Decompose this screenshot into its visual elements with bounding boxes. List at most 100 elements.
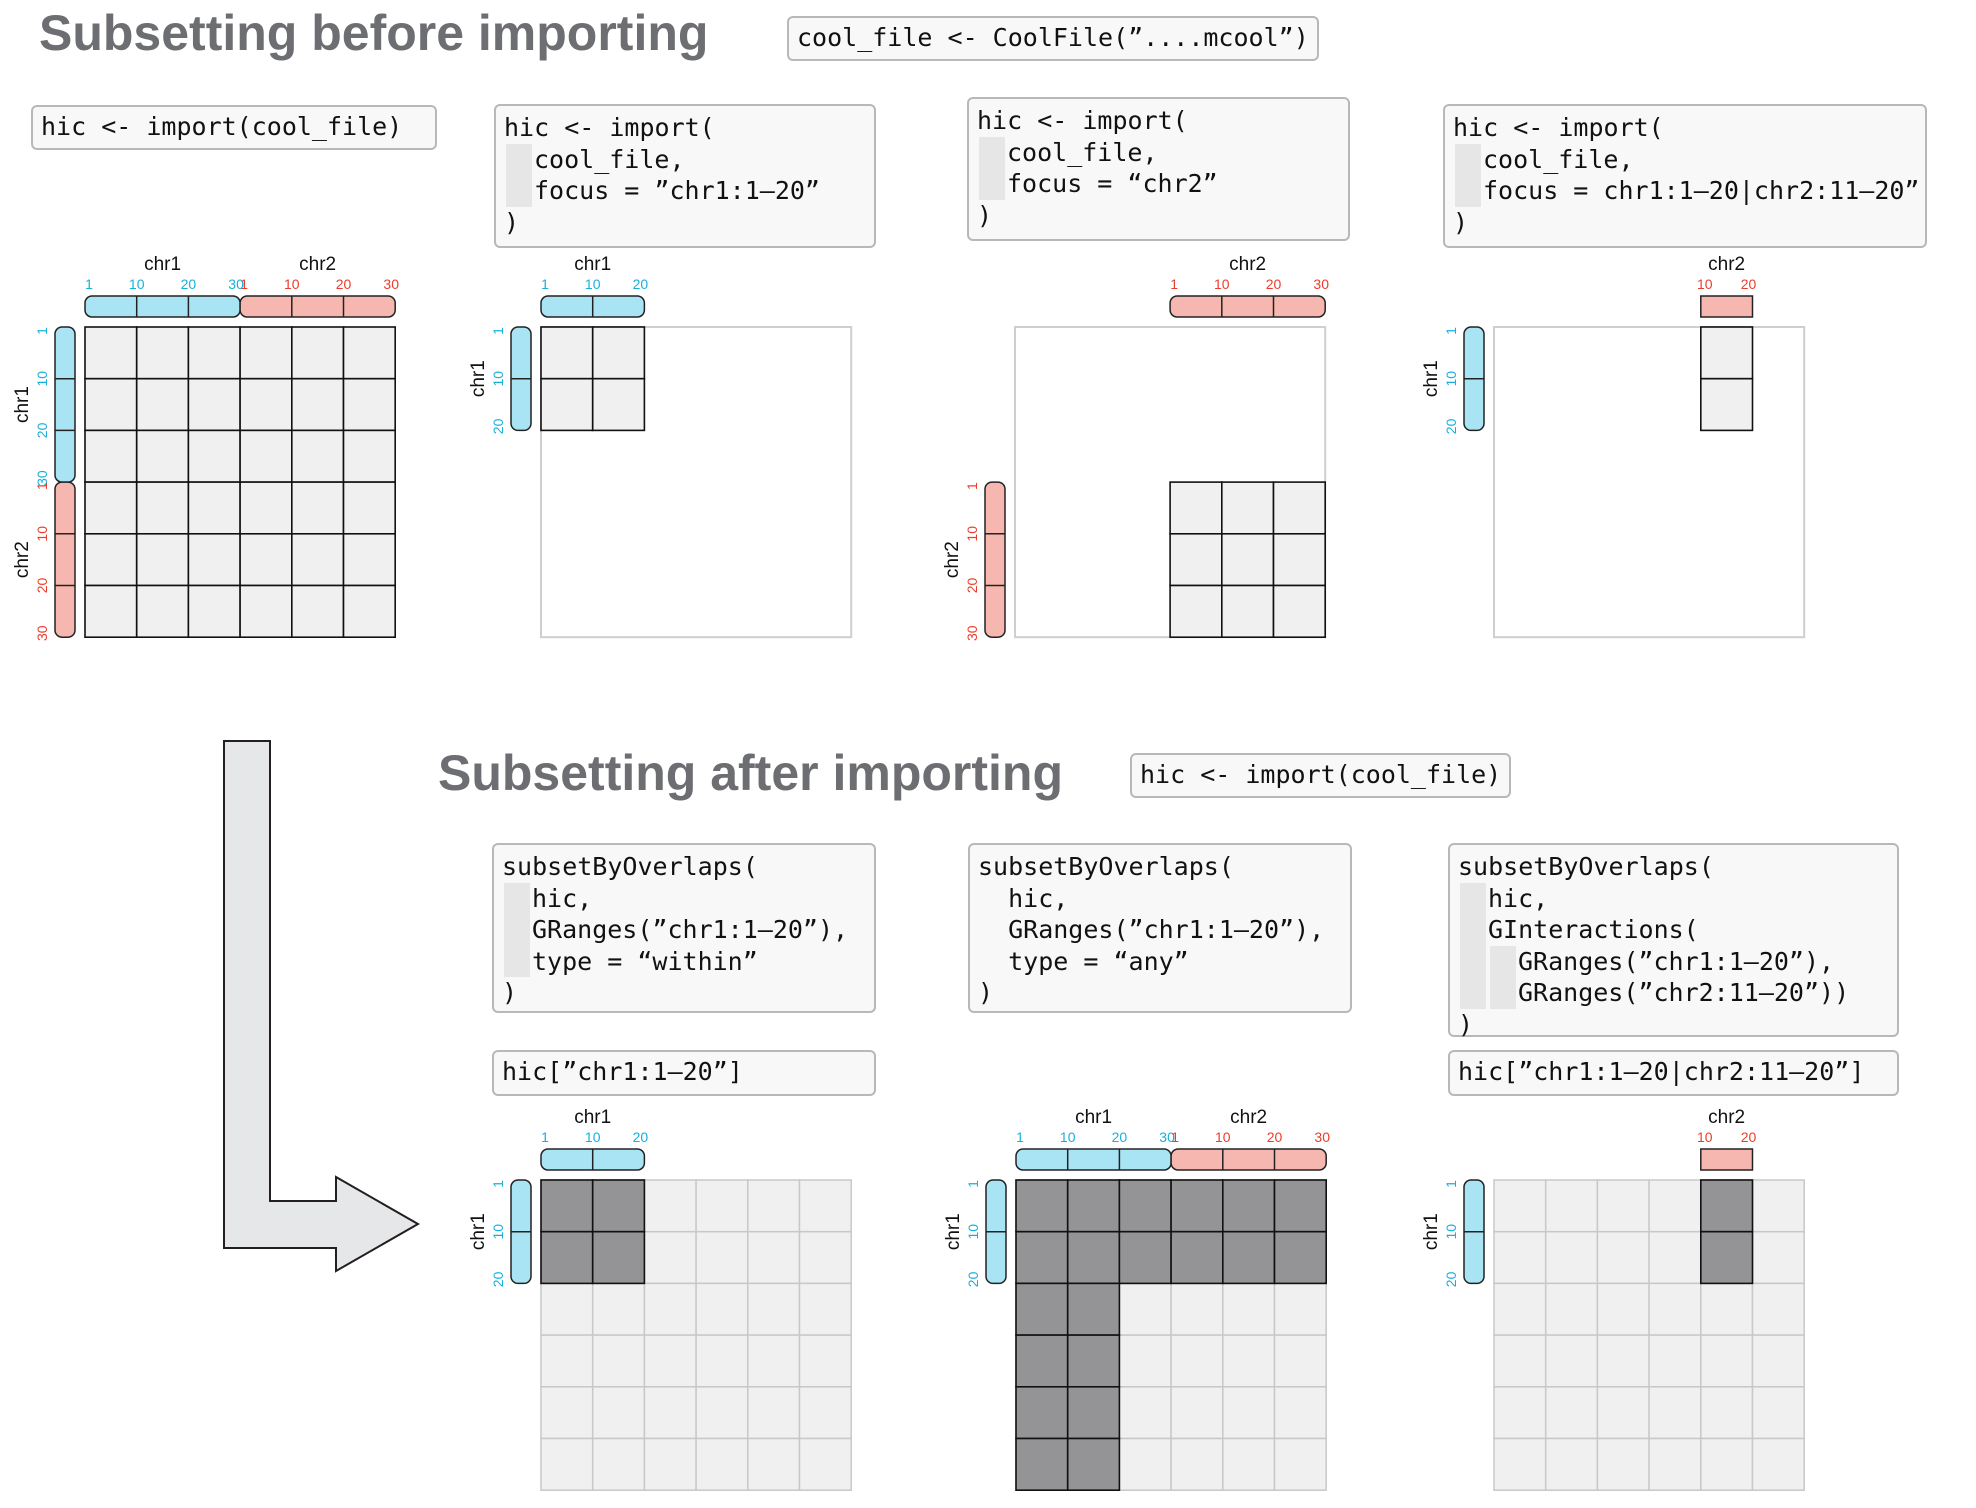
background-cell bbox=[1222, 1437, 1276, 1491]
background-cell bbox=[1596, 1230, 1650, 1285]
matrix-cell bbox=[239, 429, 293, 483]
matrix-cell bbox=[1015, 1230, 1069, 1285]
chr1-tick-label: 1 bbox=[1443, 327, 1459, 335]
chr1-tick-label: 10 bbox=[1443, 371, 1459, 387]
code-text: subsetByOverlaps( bbox=[502, 852, 758, 881]
matrix-cell bbox=[591, 326, 646, 380]
matrix-cell bbox=[1066, 1179, 1121, 1233]
chr2-tick-label: 1 bbox=[964, 482, 980, 490]
chr1-tick-label: 30 bbox=[34, 470, 50, 486]
background-cell bbox=[1170, 1437, 1224, 1491]
chr1-left-label: chr1 bbox=[468, 360, 489, 397]
chr1-tick-label: 1 bbox=[490, 327, 506, 335]
indent-guide bbox=[504, 882, 530, 914]
background-cell bbox=[1544, 1179, 1599, 1233]
code-text: hic <- import( bbox=[977, 106, 1188, 135]
code-line: type = “within” bbox=[502, 945, 866, 977]
code-text: hic <- import( bbox=[1453, 113, 1664, 142]
background-cell bbox=[695, 1230, 749, 1285]
matrix-cell bbox=[540, 1230, 594, 1285]
matrix-cell bbox=[1066, 1386, 1121, 1440]
background-cell bbox=[591, 1282, 646, 1336]
code-line: ) bbox=[1453, 207, 1917, 239]
code-text: type = “any” bbox=[978, 946, 1189, 976]
code-text: GRanges(”chr1:1–20”), bbox=[1518, 946, 1835, 976]
background-cell bbox=[1222, 1282, 1276, 1336]
matrix-cell bbox=[1169, 584, 1223, 639]
background-cell bbox=[1751, 1386, 1805, 1440]
code-line: hic[”chr1:1–20”] bbox=[502, 1056, 866, 1088]
code-text: ) bbox=[977, 200, 993, 230]
code-line: GRanges(”chr1:1–20”), bbox=[1458, 945, 1889, 977]
matrix-cell bbox=[1222, 1179, 1276, 1233]
matrix-cell bbox=[342, 429, 397, 483]
chr2-left-track bbox=[984, 481, 1006, 638]
chr1-tick-label: 20 bbox=[490, 1271, 506, 1287]
matrix-cell bbox=[135, 532, 190, 587]
chr2-tick-label: 10 bbox=[284, 276, 300, 292]
matrix-cell bbox=[239, 377, 293, 432]
matrix-cell bbox=[1066, 1282, 1121, 1336]
background-cell bbox=[540, 1334, 594, 1388]
background-cell bbox=[1596, 1386, 1650, 1440]
chr2-tick-label: 1 bbox=[34, 482, 50, 490]
chr2-tick-label: 20 bbox=[336, 276, 352, 292]
code-line: focus = ”chr1:1–20” bbox=[504, 175, 866, 207]
matrix-cell bbox=[239, 532, 293, 587]
chr1-tick-label: 20 bbox=[1443, 418, 1459, 434]
code-line: focus = “chr2” bbox=[977, 168, 1340, 200]
code-line: hic, bbox=[502, 882, 866, 914]
matrix-cell bbox=[1273, 1230, 1328, 1285]
background-cell bbox=[798, 1282, 852, 1336]
matrix-cell bbox=[1700, 377, 1754, 432]
chr2-tick-label: 20 bbox=[1267, 1129, 1283, 1145]
matrix-cell bbox=[1170, 1179, 1224, 1233]
matrix-cell bbox=[342, 532, 397, 587]
background-cell bbox=[1273, 1334, 1327, 1388]
background-cell bbox=[1222, 1334, 1276, 1388]
code-bracket-chr1: hic[”chr1:1–20”] bbox=[492, 1050, 876, 1096]
chr1-tick-label: 20 bbox=[633, 1129, 649, 1145]
chr2-top-label: chr2 bbox=[299, 254, 336, 275]
indent-guide bbox=[1460, 977, 1486, 1009]
chr1-top-label: chr1 bbox=[144, 254, 181, 275]
chr1-tick-label: 1 bbox=[85, 276, 93, 292]
background-cell bbox=[1170, 1282, 1224, 1336]
code-line: cool_file, bbox=[977, 136, 1340, 168]
background-cell bbox=[1700, 1282, 1754, 1336]
chr1-tick-label: 10 bbox=[585, 1129, 601, 1145]
chr1-top-track bbox=[84, 295, 241, 318]
code-text: subsetByOverlaps( bbox=[978, 852, 1234, 881]
code-import-focus-chr2: hic <- import(cool_file,focus = “chr2”) bbox=[967, 97, 1350, 241]
chr2-top-track bbox=[1700, 295, 1754, 318]
code-line: GRanges(”chr2:11–20”)) bbox=[1458, 977, 1889, 1009]
chr1-left-label: chr1 bbox=[943, 1213, 964, 1250]
chr2-tick-label: 20 bbox=[34, 578, 50, 594]
background-cell bbox=[1648, 1179, 1702, 1233]
background-cell bbox=[1648, 1386, 1702, 1440]
matrix-cell bbox=[1170, 1230, 1224, 1285]
matrix-cell bbox=[239, 481, 293, 535]
chr1-tick-label: 10 bbox=[585, 276, 601, 292]
chr2-tick-label: 10 bbox=[1214, 276, 1230, 292]
matrix-cell bbox=[84, 532, 138, 587]
code-line: subsetByOverlaps( bbox=[978, 851, 1342, 883]
code-subset-within: subsetByOverlaps(hic,GRanges(”chr1:1–20”… bbox=[492, 843, 876, 1013]
background-cell bbox=[643, 1282, 697, 1336]
background-cell bbox=[1751, 1334, 1805, 1388]
chr1-tick-label: 1 bbox=[541, 1129, 549, 1145]
chr1-tick-label: 20 bbox=[181, 276, 197, 292]
background-cell bbox=[1118, 1334, 1172, 1388]
code-text: cool_file, bbox=[1483, 144, 1634, 174]
background-cell bbox=[540, 1282, 594, 1336]
code-line: GRanges(”chr1:1–20”), bbox=[502, 914, 866, 946]
code-text: ) bbox=[1453, 207, 1469, 237]
background-cell bbox=[747, 1282, 801, 1336]
code-text: focus = chr1:1–20|chr2:11–20” bbox=[1483, 176, 1920, 205]
matrix-cell bbox=[187, 326, 241, 380]
code-line: hic <- import( bbox=[1453, 112, 1917, 144]
chr1-tick-label: 10 bbox=[965, 1224, 981, 1240]
